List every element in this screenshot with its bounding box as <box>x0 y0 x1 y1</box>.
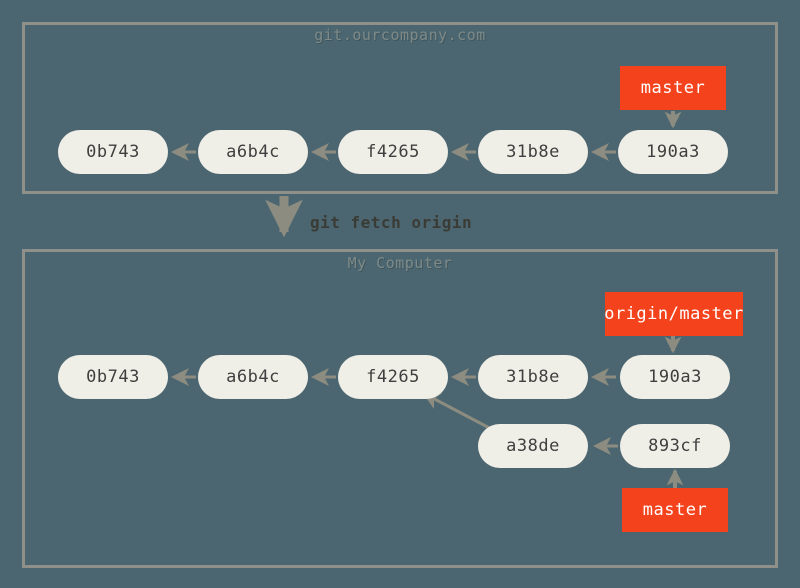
branch-label-master[interactable]: master <box>622 488 728 532</box>
commit-node[interactable]: 0b743 <box>58 355 168 399</box>
branch-label-master[interactable]: master <box>620 66 726 110</box>
branch-label-origin-master[interactable]: origin/master <box>604 292 743 336</box>
remote-panel-title: git.ourcompany.com <box>314 26 486 44</box>
commit-node[interactable]: 31b8e <box>478 355 588 399</box>
commit-node[interactable]: 893cf <box>620 424 730 468</box>
commit-node[interactable]: a38de <box>478 424 588 468</box>
commit-node[interactable]: f4265 <box>338 130 448 174</box>
commit-node[interactable]: 190a3 <box>618 130 728 174</box>
fetch-command-caption: git fetch origin <box>310 213 473 232</box>
local-repo-panel <box>22 249 778 568</box>
commit-node[interactable]: 31b8e <box>478 130 588 174</box>
commit-node[interactable]: a6b4c <box>198 355 308 399</box>
commit-node[interactable]: 0b743 <box>58 130 168 174</box>
remote-repo-panel <box>22 22 778 194</box>
commit-node[interactable]: 190a3 <box>620 355 730 399</box>
commit-node[interactable]: a6b4c <box>198 130 308 174</box>
local-panel-title: My Computer <box>347 254 453 272</box>
commit-node[interactable]: f4265 <box>338 355 448 399</box>
